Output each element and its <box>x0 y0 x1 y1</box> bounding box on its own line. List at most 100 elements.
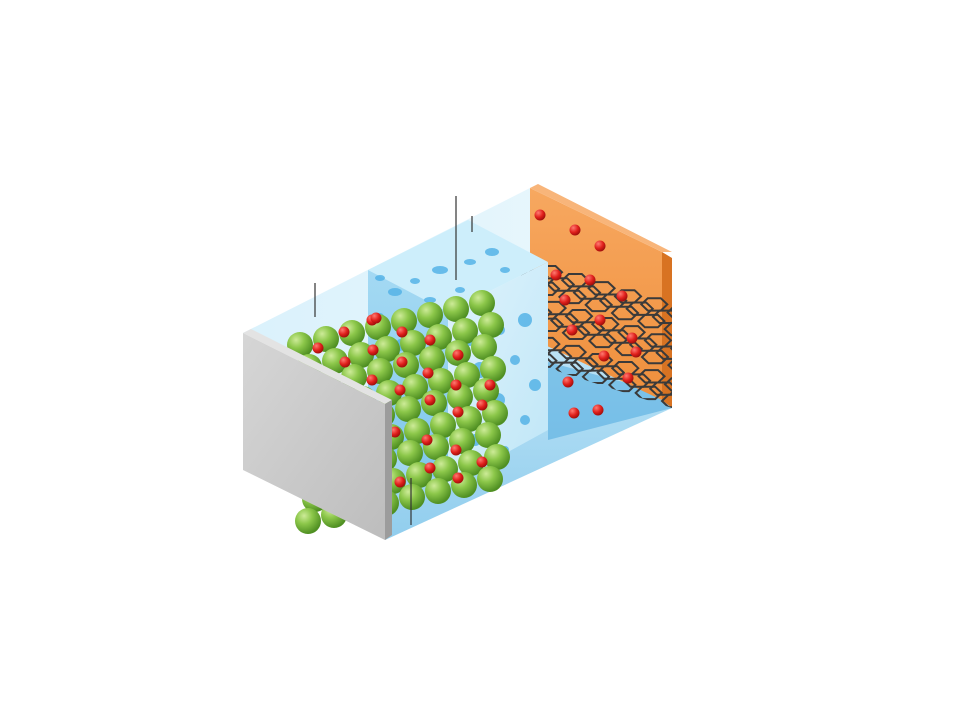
lithium-ion <box>396 356 408 368</box>
lithium-ion <box>338 326 350 338</box>
cathode-plate-front <box>243 333 385 540</box>
lithium-ion <box>370 312 382 324</box>
lithium-ion <box>396 326 408 338</box>
cathode-particle <box>391 308 417 334</box>
lithium-ion <box>476 399 488 411</box>
separator-pore <box>520 415 530 425</box>
anode-plate-top <box>530 184 672 252</box>
lithium-ion <box>592 404 604 416</box>
graphite-hexagon <box>715 411 741 423</box>
graphite-hexagon <box>666 357 672 373</box>
cathode-particle <box>469 290 495 316</box>
graphite-hexagon <box>670 427 696 439</box>
lithium-ion <box>594 314 606 326</box>
cathode-particle <box>397 440 423 466</box>
separator-pore <box>510 355 520 365</box>
lithium-ion <box>312 342 324 354</box>
graphite-hexagon <box>557 289 587 305</box>
lithium-ion <box>389 426 401 438</box>
cathode-particle <box>471 334 497 360</box>
lithium-ion <box>616 290 628 302</box>
graphite-hexagon <box>669 341 672 356</box>
separator-top-face <box>368 220 548 312</box>
cathode-particle <box>477 466 503 492</box>
graphite-hexagon <box>644 418 670 430</box>
cathode-particle <box>295 508 321 534</box>
graphite-hexagon <box>651 309 672 324</box>
lithium-ion <box>622 372 634 384</box>
cathode-particle <box>400 330 426 356</box>
graphite-hexagon <box>685 422 711 434</box>
cathode-particle <box>417 302 443 328</box>
lithium-ion <box>450 444 462 456</box>
lithium-ion <box>452 406 464 418</box>
graphite-hexagon <box>666 305 672 320</box>
graphite-hexagon <box>655 345 672 360</box>
graphite-hexagon <box>555 361 585 376</box>
graphite-hexagon <box>587 333 617 349</box>
separator-pore <box>464 259 476 265</box>
separator-pore <box>375 275 385 281</box>
lithium-ion <box>484 379 496 391</box>
graphite-hexagon <box>640 349 670 365</box>
cathode-particle <box>430 412 456 438</box>
cathode-particle <box>480 356 506 382</box>
graphite-hexagon <box>561 325 591 340</box>
graphite-hexagon <box>697 435 723 447</box>
lithium-ion <box>452 349 464 361</box>
lithium-ion <box>534 209 546 221</box>
cathode-particle <box>395 396 421 422</box>
cathode-current-collector <box>243 329 392 540</box>
cathode-particle <box>374 336 400 362</box>
separator-pore <box>529 379 541 391</box>
electrolyte-deep-band <box>548 362 672 440</box>
cathode-particle <box>399 484 425 510</box>
graphite-hexagon <box>695 367 721 379</box>
lithium-ion <box>394 384 406 396</box>
separator-pore <box>500 267 510 273</box>
lithium-ion <box>566 324 578 336</box>
graphite-hexagon <box>688 403 714 415</box>
cathode-plate-top <box>243 329 392 404</box>
graphite-hexagon <box>703 399 729 411</box>
cathode-particle <box>484 444 510 470</box>
cathode-particle <box>452 318 478 344</box>
lithium-ion <box>394 476 406 488</box>
leader-lines <box>314 196 473 525</box>
graphite-hexagon <box>677 391 703 403</box>
cathode-particle <box>432 456 458 482</box>
lithium-ion <box>568 407 580 419</box>
graphite-hexagon <box>679 319 705 331</box>
separator-pore <box>388 288 402 296</box>
lithium-ion <box>422 367 434 379</box>
lithium-ion <box>594 240 606 252</box>
separator-pore <box>518 313 532 327</box>
lithium-ion <box>569 224 581 236</box>
lithium-ion <box>550 269 562 281</box>
graphite-hexagon <box>682 439 708 451</box>
graphite-hexagon <box>634 385 664 401</box>
separator-pore <box>432 266 448 274</box>
cathode-particle <box>322 348 348 374</box>
lithium-ion <box>630 346 642 358</box>
separator-pore <box>485 248 499 256</box>
cathode-particle <box>428 368 454 394</box>
separator-pore <box>455 287 465 293</box>
lithium-ion <box>424 334 436 346</box>
graphite-hexagon <box>663 321 672 337</box>
cathode-particle <box>475 422 501 448</box>
lithium-ion <box>424 462 436 474</box>
graphite-hexagon <box>691 386 717 398</box>
cathode-particle <box>478 312 504 338</box>
cathode-particle <box>458 450 484 476</box>
graphite-hexagon <box>610 305 640 321</box>
lithium-ion <box>366 374 378 386</box>
graphite-hexagon <box>663 377 672 392</box>
graphite-hexagon <box>656 431 682 443</box>
lithium-ion <box>476 456 488 468</box>
graphite-hexagon <box>581 369 611 384</box>
lithium-ion <box>452 472 464 484</box>
graphite-hexagon <box>691 331 717 343</box>
